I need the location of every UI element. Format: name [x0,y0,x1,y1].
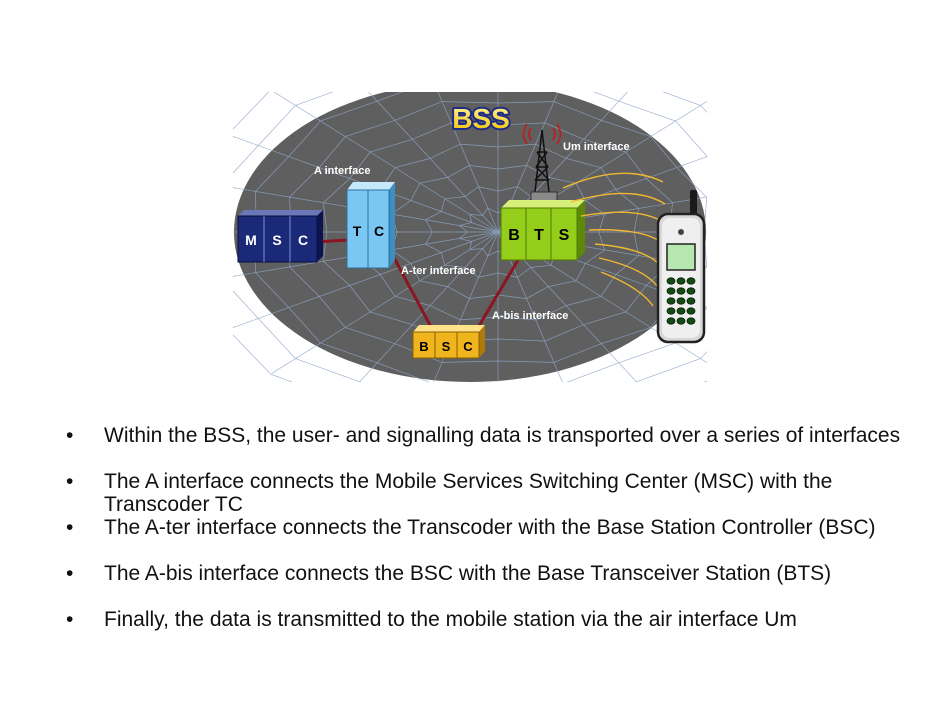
mobile-phone-icon [656,190,706,344]
web-spoke [358,231,499,382]
tc-cabinet: T C [346,182,395,269]
web-spoke [497,231,638,382]
bss-title-outline: BSS [452,103,510,134]
msc-letter-m: M [245,232,257,248]
um-interface-label: Um interface [563,141,630,153]
tc-letter-t: T [353,223,362,239]
web-ring [323,122,673,342]
web-spoke [233,231,499,328]
web-spoke [497,231,563,382]
web-spoke [233,187,499,233]
bsc-letter-s: S [442,339,451,354]
web-spoke [368,92,499,233]
msc-letter-c: C [298,232,308,248]
web-ring [233,92,707,382]
bss-diagram: M S C T C [233,92,707,382]
bts-cabinet: B T S [500,200,585,261]
bullet-item: • Finally, the data is transmitted to the… [66,608,906,654]
bss-title: BSS [452,103,510,134]
bullet-item: • The A-bis interface connects the BSC wi… [66,562,906,608]
bullet-text: The A interface connects the Mobile Serv… [104,470,833,516]
bullet-dot: • [66,608,74,631]
bullet-text: Within the BSS, the user- and signalling… [104,424,901,447]
bts-letter-b: B [508,227,520,244]
bsc-letter-c: C [463,339,473,354]
bullet-text: The A-bis interface connects the BSC wit… [104,562,832,585]
web-spoke [271,231,499,374]
abis-interface-link [471,259,520,337]
bullet-dot: • [66,424,74,447]
tc-letter-c: C [374,223,384,239]
bullet-item: • Within the BSS, the user- and signallin… [66,424,906,470]
bsc-cabinet: B S C [412,325,485,359]
bullet-item: • The A-ter interface connects the Transc… [66,516,906,562]
ater-interface-label: A-ter interface [401,265,476,277]
web-spoke [273,92,499,233]
msc-cabinet: M S C [237,210,323,263]
bts-letter-t: T [534,227,544,244]
bullet-text: Finally, the data is transmitted to the … [104,608,797,631]
msc-letter-s: S [272,232,281,248]
web-spoke [497,92,559,233]
web-spoke [437,92,499,233]
web-ring [390,165,606,299]
bullet-dot: • [66,562,74,585]
antenna-tower-icon [522,123,562,193]
abis-interface-label: A-bis interface [492,310,568,322]
bullet-item: • The A interface connects the Mobile Ser… [66,470,906,516]
bsc-letter-b: B [419,339,428,354]
bss-diagram-svg: M S C T C [233,92,707,382]
bullet-text: The A-ter interface connects the Transco… [104,516,876,539]
bts-letter-s: S [559,227,570,244]
bullet-dot: • [66,470,74,493]
web-spoke [233,231,499,277]
a-interface-label: A interface [314,165,370,177]
bullet-list: • Within the BSS, the user- and signallin… [66,424,906,654]
bullet-dot: • [66,516,74,539]
